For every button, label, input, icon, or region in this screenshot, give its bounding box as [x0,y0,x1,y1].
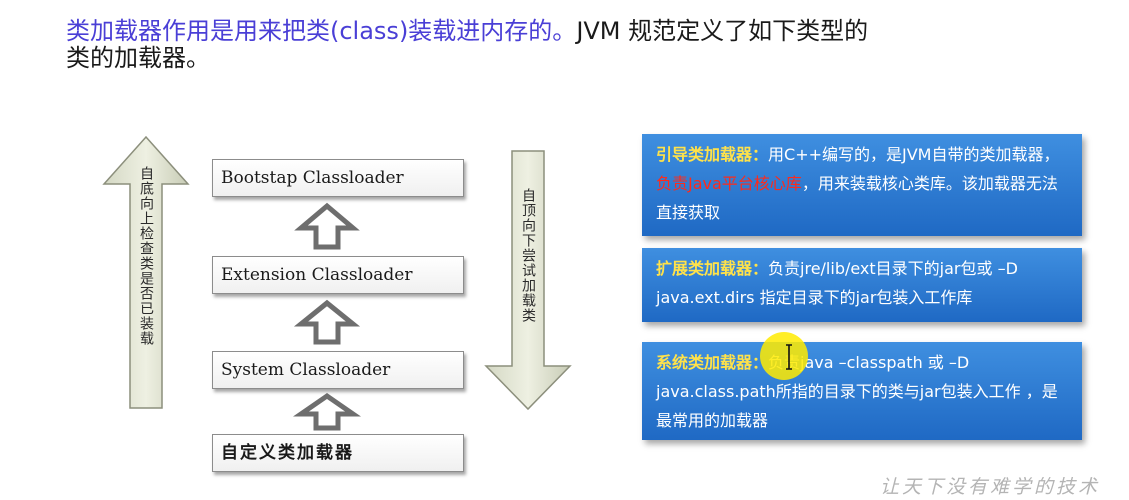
left-arrow-label: 自底向上检查类是否已装载 [138,166,154,346]
up-arrow-icon-1 [294,202,360,250]
system-info-text: 负责java –classpath 或 –D java.class.path所指… [656,353,1058,430]
heading-part-1: 类加载器作用是用来把类(class)装载进内存的。 [66,17,577,45]
custom-classloader-box: 自定义类加载器 [212,434,464,472]
extension-classloader-box: Extension Classloader [212,256,464,294]
slide-heading: 类加载器作用是用来把类(class)装载进内存的。JVM 规范定义了如下类型的 … [66,18,1066,72]
text-cursor-icon [786,344,792,370]
diagram-arrows [102,135,572,431]
extension-info-title: 扩展类加载器： [656,259,769,278]
heading-part-3: 类的加载器。 [66,44,210,72]
up-arrow-icon-3 [292,392,362,431]
system-info-title: 系统类加载器： [656,353,769,372]
classloader-diagram: 自底向上检查类是否已装载 自顶向下尝试加载类 Bootstap Classloa… [102,135,572,472]
system-classloader-box: System Classloader [212,351,464,389]
system-info-box: 系统类加载器：负责java –classpath 或 –D java.class… [642,342,1082,440]
bootstrap-info-highlight: 负责Java平台核心库 [656,174,802,193]
cursor-highlight [760,332,808,380]
right-down-arrow-icon [484,150,572,411]
bootstrap-classloader-box: Bootstap Classloader [212,159,464,197]
bootstrap-info-box: 引导类加载器：用C++编写的，是JVM自带的类加载器， 负责Java平台核心库，用… [642,134,1082,236]
bootstrap-info-text-a: 用C++编写的，是JVM自带的类加载器， [768,145,1060,164]
bootstrap-info-text-b: ，用来装载核心类库。该加载器无法直接获取 [656,174,1058,222]
extension-info-box: 扩展类加载器：负责jre/lib/ext目录下的jar包或 –D java.ex… [642,248,1082,322]
bootstrap-info-title: 引导类加载器： [656,145,769,164]
watermark: 让天下没有难学的技术 [880,476,1101,498]
extension-info-text: 负责jre/lib/ext目录下的jar包或 –D java.ext.dirs … [656,259,1018,307]
heading-part-2: JVM 规范定义了如下类型的 [576,17,869,45]
right-arrow-label: 自顶向下尝试加载类 [520,188,536,323]
left-up-arrow-icon [102,135,190,409]
up-arrow-icon-2 [293,299,361,345]
